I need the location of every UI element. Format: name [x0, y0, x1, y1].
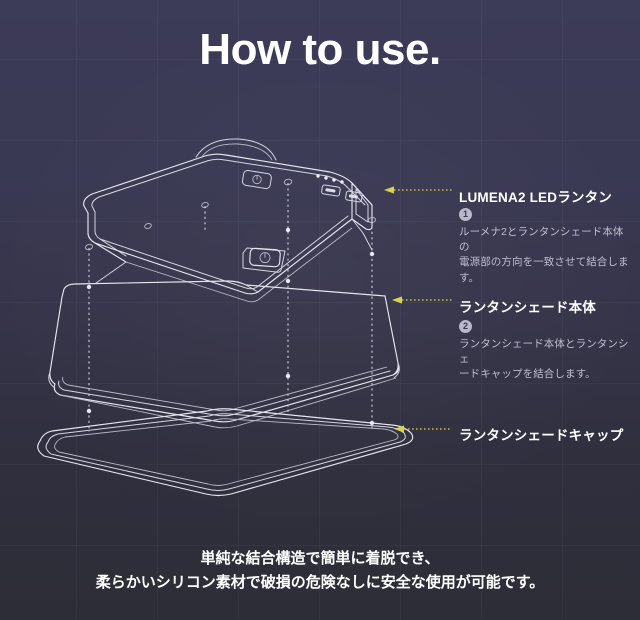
indicator-led-dots [316, 174, 344, 184]
lantern-shade-body [48, 218, 400, 429]
step-description-2-line-1: ランタンシェード本体とランタンシェ [459, 338, 629, 366]
caption-line-1: 単純な結合構造で簡単に着脱でき、 [200, 549, 440, 567]
power-button-icon-front [242, 247, 286, 273]
annotation-label-1: LUMENA2 LEDランタン [459, 190, 613, 205]
leader-line-2 [392, 296, 452, 304]
annotation-label-3: ランタンシェードキャップ [459, 428, 624, 443]
step-block-2: 2 ランタンシェード本体とランタンシェ ードキャップを結合します。 [459, 320, 634, 383]
leader-line-1 [384, 186, 452, 194]
step-description-1-line-2: 電源部の方向を一致させて結合します。 [459, 256, 629, 284]
step-description-1: ルーメナ2とランタンシェード本体の 電源部の方向を一致させて結合します。 [459, 225, 634, 286]
annotation-label-2: ランタンシェード本体 [459, 300, 596, 315]
usb-port-icon [321, 184, 363, 203]
alignment-guides [86, 183, 375, 432]
step-description-2: ランタンシェード本体とランタンシェ ードキャップを結合します。 [459, 337, 634, 383]
step-badge-1: 1 [459, 208, 472, 221]
leader-line-3 [394, 425, 452, 433]
step-badge-2: 2 [459, 320, 472, 333]
led-lantern-unit [83, 138, 377, 303]
page-title: How to use. [199, 25, 441, 74]
power-button-icon-top [241, 169, 272, 190]
step-block-1: 1 ルーメナ2とランタンシェード本体の 電源部の方向を一致させて結合します。 [459, 208, 634, 286]
bottom-caption: 単純な結合構造で簡単に着脱でき、 柔らかいシリコン素材で破損の危険なしに安全な使… [0, 547, 640, 597]
step-description-2-line-2: ードキャップを結合します。 [459, 368, 596, 381]
lantern-shade-cap [37, 408, 414, 497]
step-description-1-line-1: ルーメナ2とランタンシェード本体の [459, 226, 624, 254]
leader-lines [384, 186, 452, 433]
caption-line-2: 柔らかいシリコン素材で破損の危険なしに安全な使用が可能です。 [95, 574, 545, 592]
